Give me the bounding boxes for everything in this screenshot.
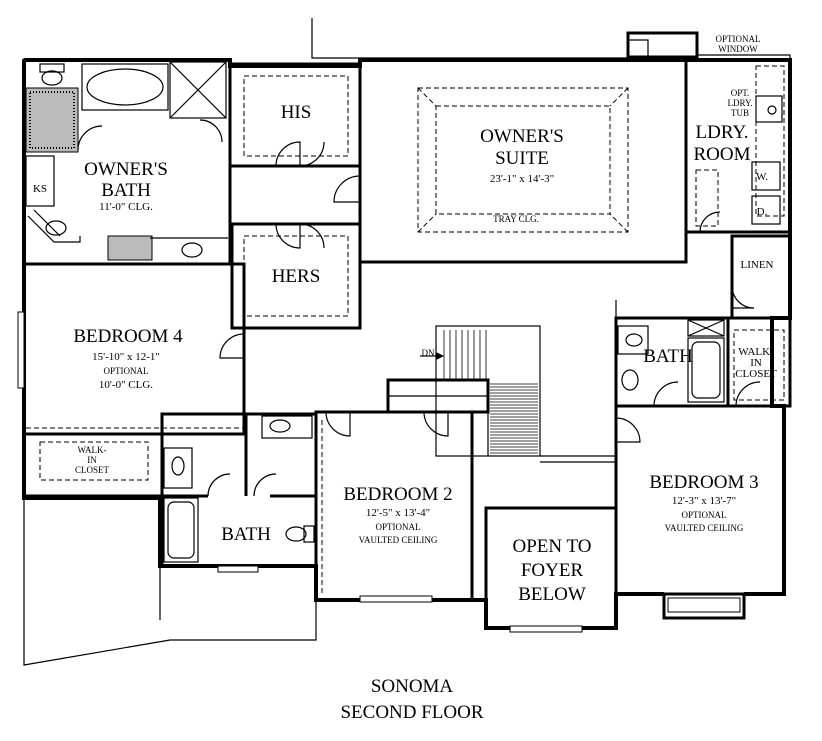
- bath-right: BATH: [614, 316, 730, 408]
- bedroom4-note-2: 10'-0" CLG.: [99, 379, 153, 391]
- owners-suite-label-1: OWNER'S: [480, 126, 564, 147]
- bath-left-label: BATH: [221, 524, 271, 545]
- laundry-room: OPT. LDRY. TUB LDRY. ROOM W. D.: [684, 58, 792, 234]
- bedroom-4: BEDROOM 4 15'-10" x 12-1" OPTIONAL 10'-0…: [17, 262, 246, 436]
- owners-suite-ceiling: TRAY CLG.: [493, 214, 539, 224]
- bedroom2-note-2: VAULTED CEILING: [359, 535, 438, 545]
- optional-window-line-1: OPTIONAL: [716, 34, 761, 44]
- bedroom4-dims: 15'-10" x 12-1": [92, 351, 160, 363]
- bedroom3-note-1: OPTIONAL: [682, 510, 727, 520]
- open-to-foyer: OPEN TO FOYER BELOW: [484, 506, 618, 633]
- laundry-tub-1: OPT.: [731, 88, 750, 98]
- foyer-line-1: OPEN TO: [512, 536, 591, 557]
- laundry-tub-3: TUB: [731, 108, 749, 118]
- owners-suite-label-2: SUITE: [495, 148, 549, 169]
- bedroom-2: BEDROOM 2 12'-5" x 13'-4" OPTIONAL VAULT…: [314, 378, 490, 603]
- bedroom4-note-1: OPTIONAL: [104, 366, 149, 376]
- bedroom3-dims: 12'-3" x 13'-7": [672, 495, 736, 507]
- laundry-label-1: LDRY.: [696, 122, 749, 143]
- laundry-tub-2: LDRY.: [727, 98, 752, 108]
- owners-suite-dims: 23'-1" x 14'-3": [490, 173, 554, 185]
- linen-label: LINEN: [741, 259, 774, 271]
- bedroom2-label: BEDROOM 2: [343, 484, 452, 505]
- owners-bath-label-1: OWNER'S: [84, 159, 168, 180]
- plan-title: SONOMA: [371, 676, 454, 697]
- optional-window-line-2: WINDOW: [718, 44, 758, 54]
- stairs-dn-label: DN: [422, 348, 435, 358]
- washer-label: W.: [756, 171, 768, 183]
- plan-subtitle: SECOND FLOOR: [340, 702, 483, 723]
- foyer-line-3: BELOW: [518, 584, 586, 605]
- closets-his-hers: HIS HERS: [228, 62, 362, 330]
- owners-bath-ceiling: 11'-0" CLG.: [99, 201, 153, 213]
- walkin-closet-right: WALK- IN CLOSET: [726, 316, 792, 408]
- owners-bath-label-2: BATH: [101, 180, 151, 201]
- optional-window: OPTIONAL WINDOW: [716, 34, 761, 54]
- walkin-left-1: WALK-: [78, 445, 107, 455]
- his-label: HIS: [281, 102, 312, 123]
- bath-right-label: BATH: [643, 346, 693, 367]
- owners-suite-area: OWNER'S SUITE 23'-1" x 14'-3" TRAY CLG.: [333, 60, 688, 264]
- bedroom-3: BEDROOM 3 12'-3" x 13'-7" OPTIONAL VAULT…: [614, 404, 786, 620]
- owners-bath-area: KS OWNER'S BATH 11'-0" CLG.: [22, 58, 232, 266]
- dryer-label: D.: [757, 206, 768, 218]
- hers-label: HERS: [272, 266, 321, 287]
- walkin-closet-left: WALK- IN CLOSET: [22, 432, 164, 498]
- bath-left: BATH: [160, 412, 318, 573]
- foyer-line-2: FOYER: [521, 560, 584, 581]
- bedroom3-label: BEDROOM 3: [649, 472, 758, 493]
- stair-treads: [443, 330, 538, 454]
- walkin-right-1: WALK-: [738, 346, 774, 358]
- stairs: DN: [420, 325, 616, 463]
- walkin-left-2: IN: [87, 455, 97, 465]
- bedroom2-note-1: OPTIONAL: [376, 522, 421, 532]
- bedroom3-note-2: VAULTED CEILING: [665, 523, 744, 533]
- linen-closet: LINEN: [730, 234, 792, 320]
- laundry-label-2: ROOM: [693, 144, 750, 165]
- bedroom4-label: BEDROOM 4: [73, 326, 183, 347]
- ks-label: KS: [33, 183, 47, 195]
- bedroom2-dims: 12'-5" x 13'-4": [366, 507, 430, 519]
- walkin-right-3: CLOSET: [735, 368, 777, 380]
- walkin-right-2: IN: [750, 357, 762, 369]
- walkin-left-3: CLOSET: [75, 465, 110, 475]
